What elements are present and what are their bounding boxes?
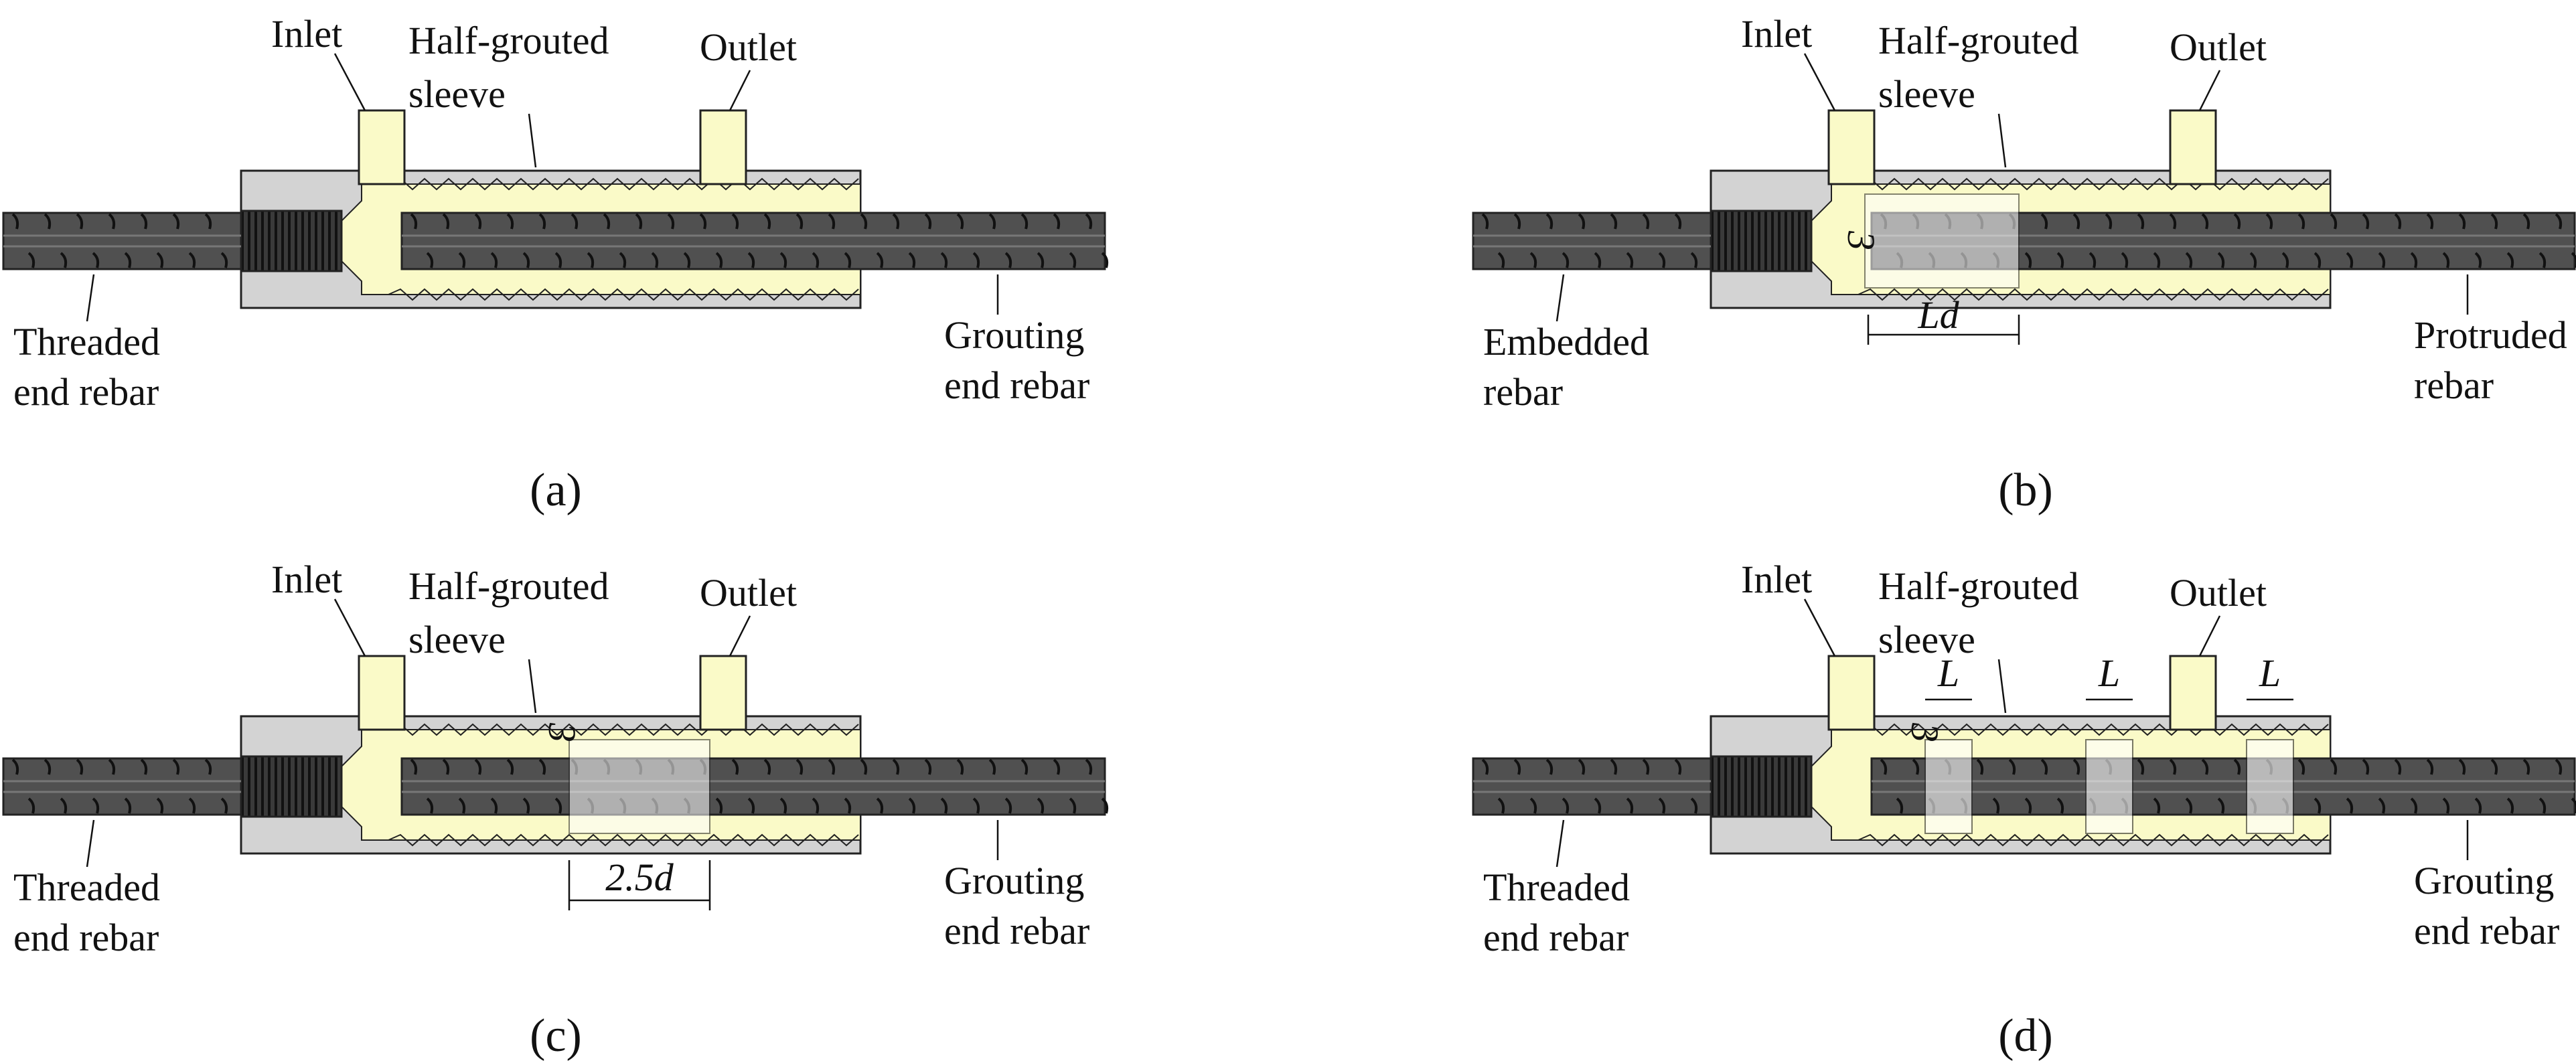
left-rebar-label: end rebar xyxy=(13,370,159,414)
outlet-label: Outlet xyxy=(700,571,797,615)
panel-caption: (b) xyxy=(1998,465,2053,516)
left-rebar-label: Threaded xyxy=(13,320,160,363)
length-dimension: 2.5d xyxy=(605,855,674,899)
left-rebar-label: rebar xyxy=(1483,370,1563,414)
thread-section xyxy=(1710,210,1813,272)
right-rebar-label: end rebar xyxy=(944,909,1089,953)
panel-caption: (a) xyxy=(530,465,582,516)
outlet-tube xyxy=(2169,655,2217,731)
right-rebar-label: rebar xyxy=(2414,363,2494,407)
left-rebar xyxy=(2,757,242,816)
sleeve-label: sleeve xyxy=(1878,72,1975,116)
sleeve-label: Half-grouted xyxy=(1878,19,2079,62)
inlet-tube xyxy=(1827,655,1876,731)
outlet-tube xyxy=(699,109,747,185)
outlet-label: Outlet xyxy=(2170,571,2267,615)
gap-dimension: 3 xyxy=(1839,230,1883,250)
outlet-label: Outlet xyxy=(2170,25,2267,69)
gap-dimension: 3 xyxy=(540,722,584,742)
right-rebar-label: Grouting xyxy=(944,313,1084,357)
sleeve-label: sleeve xyxy=(408,72,506,116)
outlet-label: Outlet xyxy=(700,25,797,69)
sleeve-label: Half-grouted xyxy=(408,19,609,62)
debond-zone xyxy=(1924,739,1973,834)
debond-zone xyxy=(1864,193,2020,289)
left-rebar-label: end rebar xyxy=(1483,916,1628,959)
left-rebar-label: Embedded xyxy=(1483,320,1649,363)
l-dimension: L xyxy=(2259,651,2281,695)
ld-dimension: Ld xyxy=(1917,293,1959,337)
left-rebar-label: end rebar xyxy=(13,916,159,959)
right-rebar-label: end rebar xyxy=(2414,909,2559,953)
thread-section xyxy=(240,755,343,818)
left-rebar xyxy=(1472,757,1712,816)
sleeve-label: Half-grouted xyxy=(1878,564,2079,608)
right-rebar-label: Protruded xyxy=(2414,313,2567,357)
right-rebar-label: Grouting xyxy=(944,859,1084,902)
outlet-tube xyxy=(699,655,747,731)
right-rebar-label: Grouting xyxy=(2414,859,2554,902)
sleeve-label: Half-grouted xyxy=(408,564,609,608)
inlet-tube xyxy=(358,109,406,185)
inlet-label: Inlet xyxy=(271,12,342,56)
thread-section xyxy=(240,210,343,272)
left-rebar-label: Threaded xyxy=(13,866,160,909)
outlet-tube xyxy=(2169,109,2217,185)
l-dimension: L xyxy=(2098,651,2120,695)
debond-zone xyxy=(2246,739,2294,834)
panel-caption: (d) xyxy=(1998,1010,2053,1062)
left-rebar xyxy=(2,212,242,270)
gap-dimension: 3 xyxy=(1903,722,1947,742)
debond-zone xyxy=(2085,739,2133,834)
left-rebar-label: Threaded xyxy=(1483,866,1630,909)
left-rebar xyxy=(1472,212,1712,270)
debond-zone xyxy=(569,739,710,834)
l-dimension: L xyxy=(1937,651,1959,695)
inlet-label: Inlet xyxy=(1741,12,1812,56)
inlet-label: Inlet xyxy=(1741,558,1812,601)
thread-section xyxy=(1710,755,1813,818)
inlet-tube xyxy=(358,655,406,731)
right-rebar-label: end rebar xyxy=(944,363,1089,407)
panel-caption: (c) xyxy=(530,1010,582,1062)
sleeve-label: sleeve xyxy=(1878,618,1975,661)
inlet-label: Inlet xyxy=(271,558,342,601)
sleeve-label: sleeve xyxy=(408,618,506,661)
inlet-tube xyxy=(1827,109,1876,185)
